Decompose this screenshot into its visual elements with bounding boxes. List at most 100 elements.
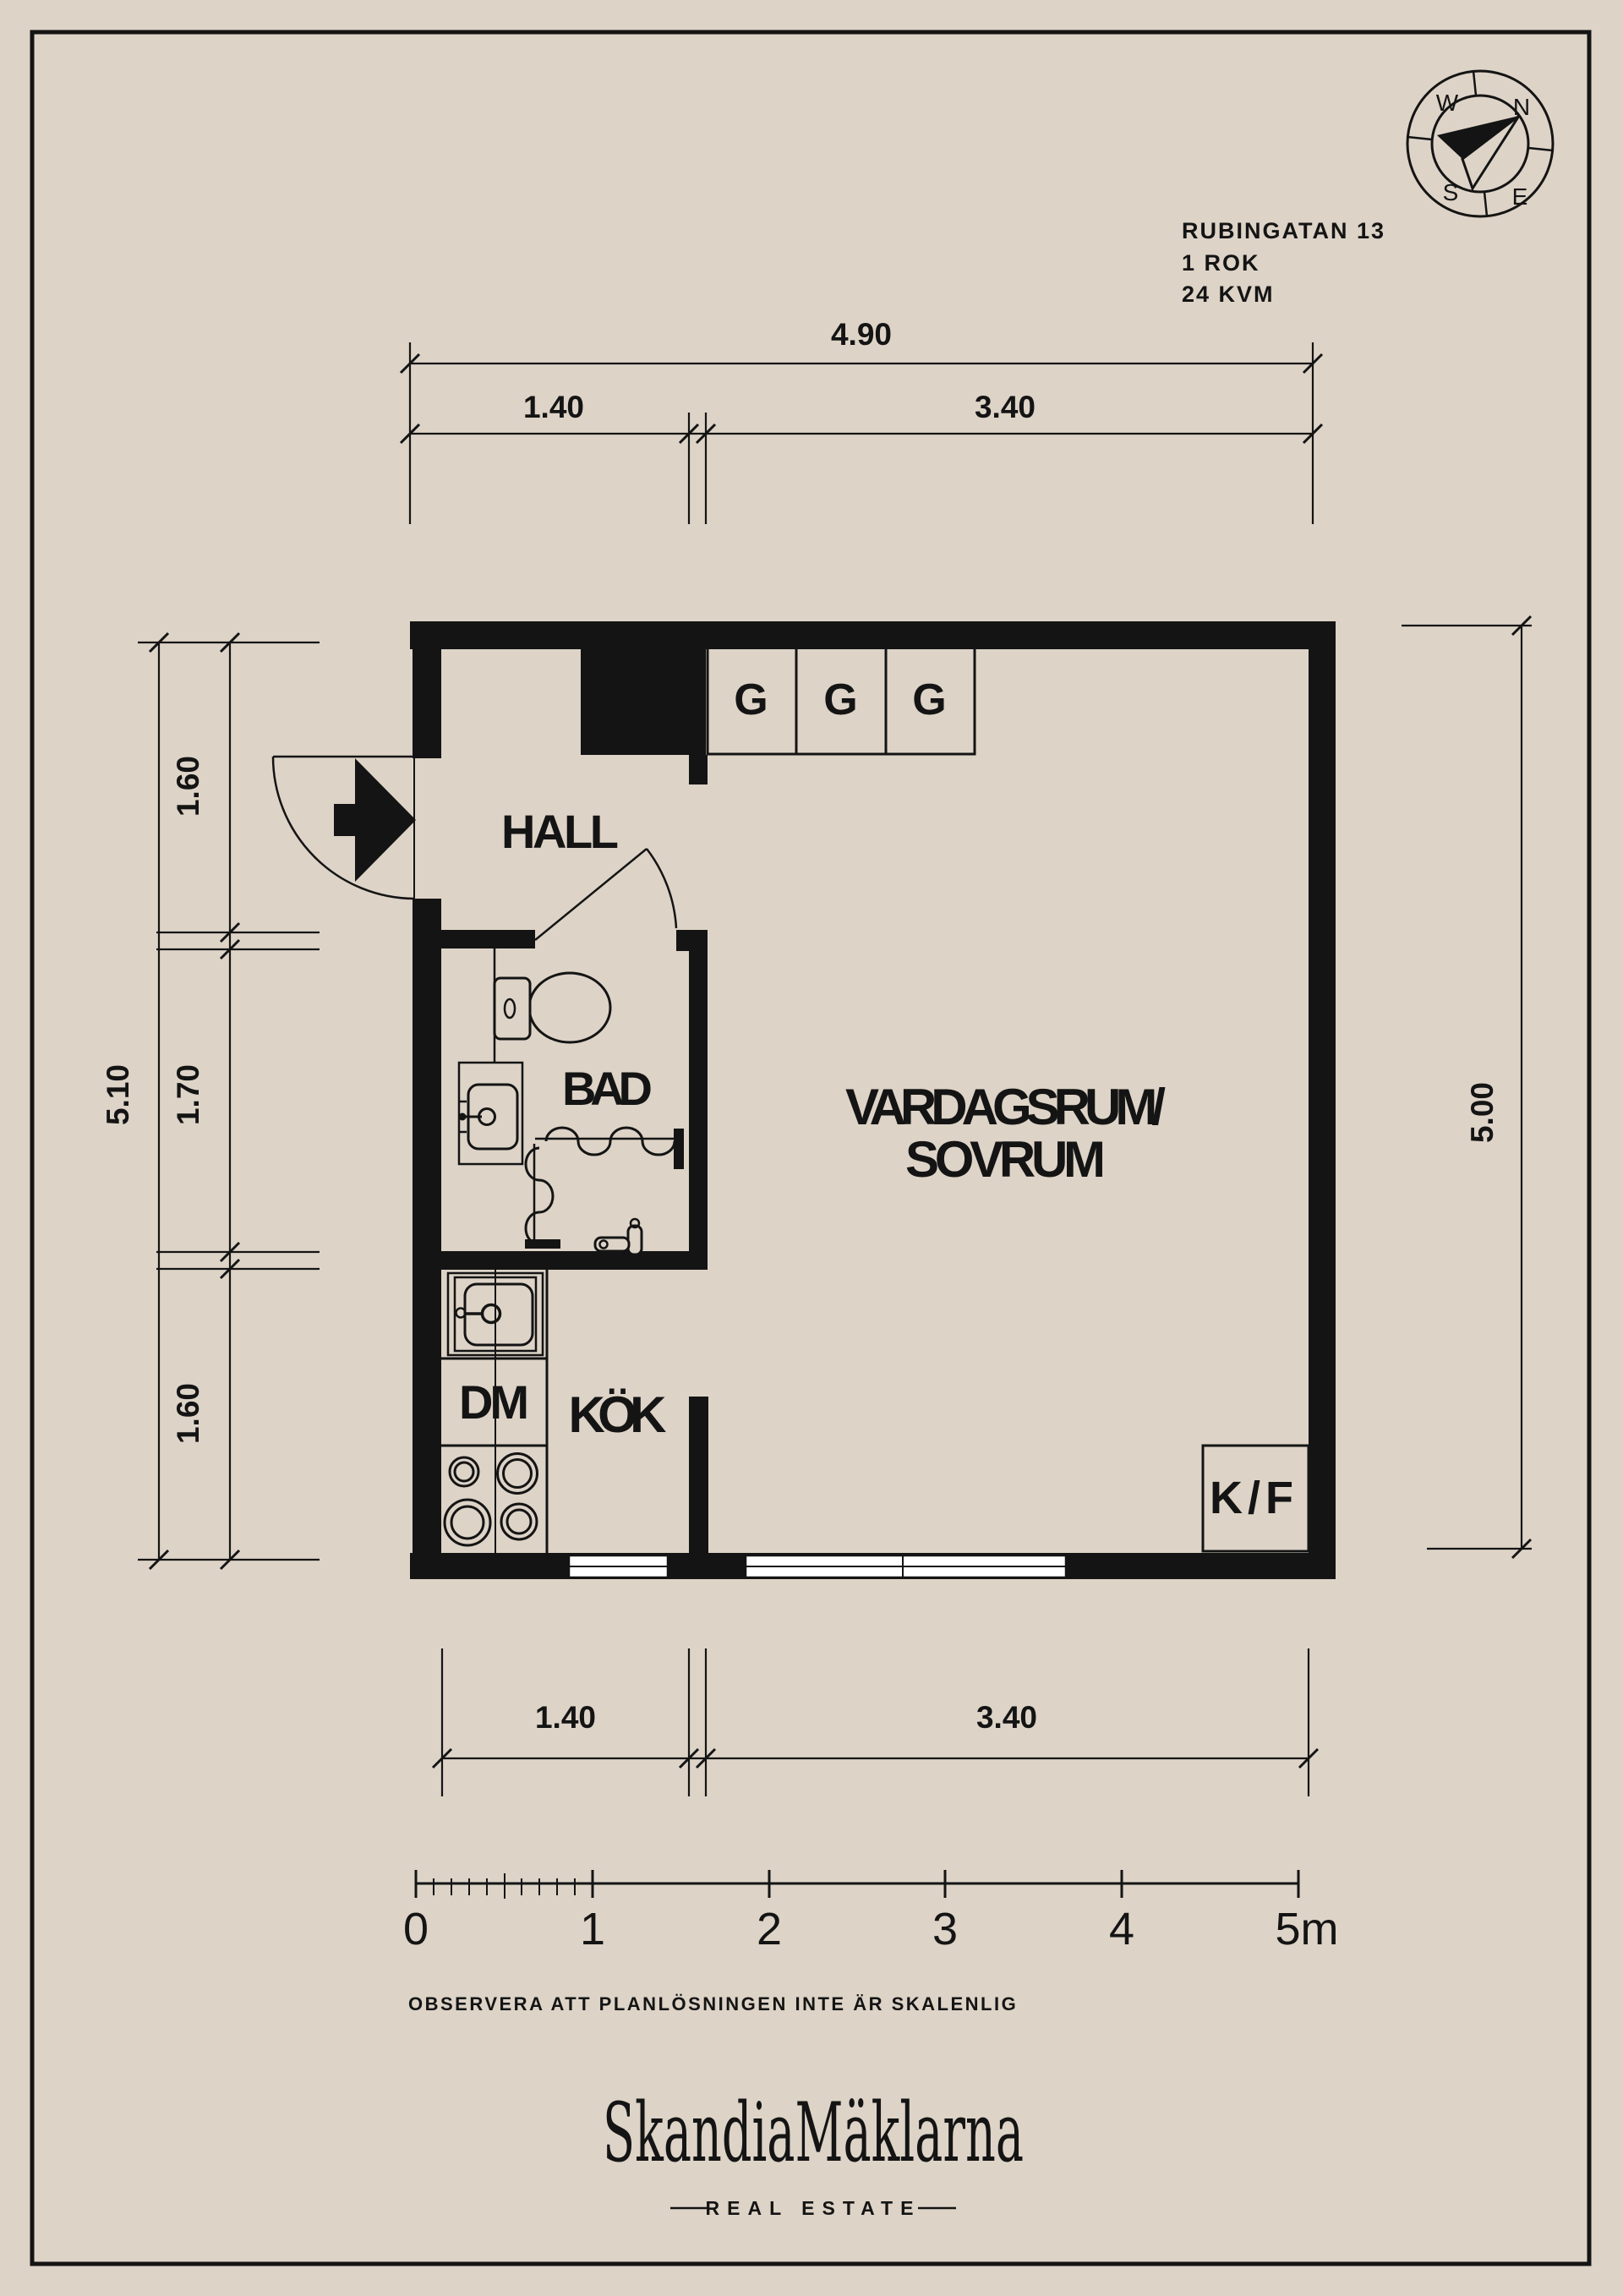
stove-icon (443, 1452, 538, 1547)
shower-rod-end-bottom (525, 1239, 560, 1249)
bathroom-door-swing-arc (646, 848, 678, 929)
brand-tagline-text: REAL ESTATE (706, 2197, 921, 2219)
fridge-freezer-label: K/F (1210, 1473, 1294, 1523)
wall-left-upper (413, 621, 441, 758)
compass-inner-ring (1430, 94, 1530, 194)
hall-label: HALL (501, 805, 620, 858)
room-count-text: 1 ROK (1182, 250, 1260, 276)
dim-top-total: 4.90 (831, 317, 892, 352)
entrance-arrow-icon (334, 758, 416, 882)
kitchen-divider-stub (689, 1397, 708, 1553)
compass-ring-dividers (1407, 70, 1554, 217)
shower-rail-lines (533, 1137, 683, 1247)
kitchen-sink-rim (453, 1276, 538, 1353)
area-text: 24 KVM (1182, 282, 1275, 307)
wardrobe-label-2: G (823, 675, 858, 724)
wardrobe-label-3: G (912, 675, 947, 724)
bath-faucet-icon (478, 1107, 496, 1126)
hall-closet-block (581, 649, 706, 755)
bathroom-door-leaf (534, 848, 648, 941)
wardrobe-row-outline (706, 646, 976, 756)
scale-label-5m: 5m (1275, 1904, 1338, 1954)
scale-label-4: 4 (1109, 1904, 1134, 1954)
kitchen-faucet-icon (480, 1303, 502, 1325)
walls (410, 621, 1336, 1579)
brand-tagline-group: REAL ESTATE (670, 2197, 956, 2219)
bathroom-wall-bottom (441, 1251, 708, 1270)
dim-left-total: 5.10 (101, 1064, 135, 1125)
dim-bottom-seg2: 3.40 (976, 1700, 1037, 1735)
kitchen-counter-lines (441, 1270, 549, 1553)
dim-right-total: 5.00 (1465, 1082, 1500, 1143)
bathroom-door-stub (676, 930, 708, 951)
dimension-right-lines (1402, 624, 1532, 1550)
brand-logo-text: SkandiaMäklarna (603, 2086, 1024, 2180)
scale-label-3: 3 (932, 1904, 958, 1954)
dim-bottom-seg1: 1.40 (535, 1700, 596, 1735)
compass-east-label: E (1512, 183, 1528, 210)
bathroom-door (534, 848, 678, 941)
dimension-tick-slashes (148, 353, 1533, 1769)
dimension-bottom-lines (440, 1648, 1310, 1796)
dimension-left: 5.10 1.60 1.70 1.60 (101, 641, 320, 1561)
bathroom-wall-top (441, 930, 535, 948)
compass-rose-icon: W N S E (1406, 69, 1555, 218)
toilet-tank-icon (493, 976, 532, 1041)
wall-left-lower (413, 899, 441, 1579)
wall-right (1309, 621, 1336, 1579)
dim-top-seg1: 1.40 (523, 390, 584, 424)
dim-left-seg2: 1.70 (171, 1064, 205, 1125)
entrance-door-swing-arc (271, 756, 415, 900)
shower-curtain-horizontal (544, 1126, 676, 1156)
wardrobe-dividers (795, 648, 888, 754)
toilet-flush-button-icon (503, 998, 516, 1020)
scale-label-1: 1 (580, 1904, 605, 1954)
shower-mixer-icon (593, 1217, 643, 1256)
scale-bar-major-ticks (414, 1870, 1300, 1898)
kitchen-fixtures (441, 1270, 1310, 1553)
kitchen-faucet-base (455, 1307, 467, 1319)
livingroom-label-line2: SOVRUM (905, 1131, 1107, 1188)
page-border-frame (30, 30, 1592, 2266)
disclaimer-text: OBSERVERA ATT PLANLÖSNINGEN INTE ÄR SKAL… (408, 1993, 1018, 2014)
livingroom-label-line1: VARDAGSRUM/ (845, 1079, 1167, 1135)
windows (567, 1554, 1068, 1579)
scale-bar-minor-ticks (433, 1873, 576, 1899)
compass-north-label: N (1513, 94, 1530, 120)
scale-bar: 0 1 2 3 4 5m (403, 1870, 1339, 1954)
toilet-bowl-icon (527, 971, 612, 1044)
bath-counter-outline (457, 1061, 524, 1166)
dimension-bottom: 1.40 3.40 (440, 1648, 1310, 1796)
entrance-door (271, 755, 416, 900)
compass-south-label: S (1443, 179, 1459, 205)
bathroom-wall-right (689, 948, 708, 1270)
window-pane-lines (569, 1555, 1066, 1577)
kitchen-label: KÖK (569, 1386, 668, 1443)
bathroom-fixtures (457, 948, 684, 1256)
bath-faucet-handles (459, 1100, 467, 1134)
kitchen-sink-outer (446, 1271, 544, 1357)
shower-curtain-vertical (524, 1146, 555, 1246)
wall-top (410, 621, 1313, 649)
header-block: RUBINGATAN 13 1 ROK 24 KVM (1182, 218, 1385, 307)
scale-label-0: 0 (403, 1904, 429, 1954)
dim-top-seg2: 3.40 (975, 390, 1036, 424)
compass-west-label: W (1436, 90, 1459, 116)
hall-wall-stub (689, 755, 708, 784)
dimension-top-lines (408, 342, 1314, 524)
fridge-freezer-outline (1201, 1444, 1310, 1553)
dimension-left-lines (138, 641, 320, 1561)
address-text: RUBINGATAN 13 (1182, 218, 1385, 243)
wardrobe-label-1: G (734, 675, 768, 724)
dimension-top: 4.90 1.40 3.40 (408, 317, 1314, 524)
compass-outer-ring (1406, 69, 1555, 218)
bath-faucet-base (458, 1112, 467, 1121)
wardrobes: G G G (706, 646, 976, 756)
dimension-right: 5.00 (1402, 624, 1532, 1550)
dim-left-seg3: 1.60 (171, 1383, 205, 1444)
dim-left-seg1: 1.60 (171, 756, 205, 817)
dishwasher-label: DM (459, 1375, 530, 1429)
compass-needle-outline (1461, 114, 1521, 192)
